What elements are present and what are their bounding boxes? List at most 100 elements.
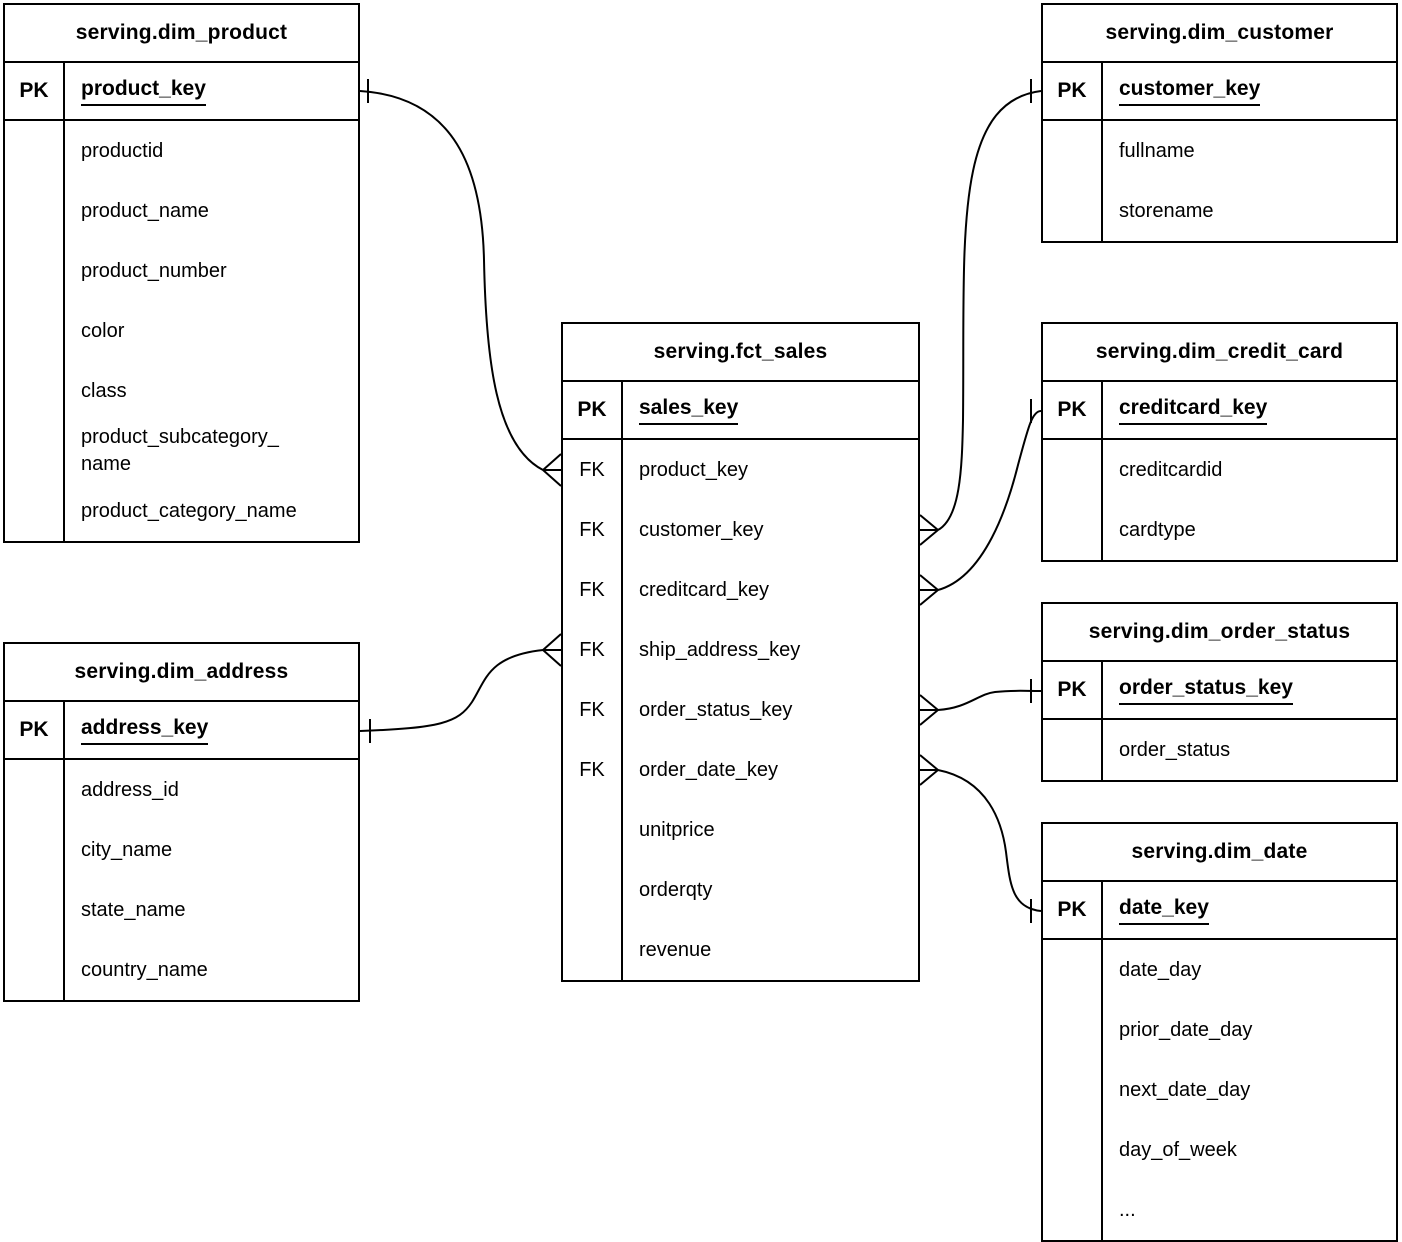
table-title: serving.dim_product — [5, 5, 358, 63]
table-fct-sales: serving.fct_sales PK sales_key FK FK FK … — [561, 322, 920, 982]
relationship-line — [359, 90, 544, 471]
row-field: order_date_key — [639, 758, 778, 781]
pk-row: PK creditcard_key — [1043, 382, 1396, 440]
pk-field-name: customer_key — [1119, 77, 1261, 106]
table-dim-customer: serving.dim_customer PK customer_key ful… — [1041, 3, 1398, 243]
row-key: FK — [579, 578, 605, 601]
row-field: creditcardid — [1119, 458, 1223, 481]
row-key — [1043, 1120, 1101, 1180]
pk-row: PK order_status_key — [1043, 662, 1396, 720]
pk-field-name: order_status_key — [1119, 676, 1293, 705]
relationship-line — [937, 410, 1042, 591]
pk-key-label: PK — [1043, 882, 1103, 938]
pk-field-name: product_key — [81, 77, 206, 106]
row-key — [5, 820, 63, 880]
table-dim-product: serving.dim_product PK product_key produ… — [3, 3, 360, 543]
field-column: address_id city_name state_name country_… — [65, 760, 358, 1000]
pk-key-label: PK — [1043, 63, 1103, 119]
row-field: product_category_name — [81, 499, 297, 522]
relationship-fct-sales-dim-customer — [919, 79, 1042, 546]
row-key: FK — [579, 698, 605, 721]
row-field: class — [81, 379, 127, 402]
row-key — [5, 301, 63, 361]
pk-row: PK address_key — [5, 702, 358, 760]
relationship-line — [937, 689, 1042, 711]
field-column: productid product_name product_number co… — [65, 121, 358, 541]
row-key — [1043, 440, 1101, 500]
table-dim-order-status: serving.dim_order_status PK order_status… — [1041, 602, 1398, 782]
pk-key-label: PK — [1043, 662, 1103, 718]
row-key: FK — [579, 518, 605, 541]
table-title: serving.dim_date — [1043, 824, 1396, 882]
relationship-fct-sales-dim-product — [359, 79, 562, 487]
row-field: country_name — [81, 958, 208, 981]
relationship-fct-sales-dim-credit-card — [919, 399, 1042, 606]
many-marker-crows-foot — [542, 633, 562, 667]
key-column — [1043, 440, 1103, 560]
pk-row: PK customer_key — [1043, 63, 1396, 121]
row-key — [563, 800, 621, 860]
key-column: FK FK FK FK FK FK — [563, 440, 623, 980]
row-field: product_name — [81, 199, 209, 222]
row-key — [1043, 500, 1101, 560]
field-column: order_status — [1103, 720, 1396, 780]
row-field: orderqty — [639, 878, 713, 901]
row-key — [5, 481, 63, 541]
row-key — [563, 860, 621, 920]
many-marker-crows-foot — [919, 694, 939, 726]
table-dim-address: serving.dim_address PK address_key addre… — [3, 642, 360, 1002]
relationship-line — [359, 649, 544, 732]
relationship-fct-sales-dim-order-status — [919, 679, 1042, 726]
row-field: city_name — [81, 838, 173, 861]
pk-field-name: date_key — [1119, 896, 1209, 925]
row-field: creditcard_key — [639, 578, 770, 601]
row-field: ship_address_key — [639, 638, 801, 661]
row-field: customer_key — [639, 518, 764, 541]
table-title: serving.dim_address — [5, 644, 358, 702]
many-marker-crows-foot — [542, 453, 562, 487]
field-column: creditcardid cardtype — [1103, 440, 1396, 560]
row-field: cardtype — [1119, 518, 1196, 541]
table-title: serving.fct_sales — [563, 324, 918, 382]
row-field: order_status — [1119, 738, 1231, 761]
row-field: revenue — [639, 938, 712, 961]
row-key — [1043, 1060, 1101, 1120]
relationship-line — [937, 90, 1042, 531]
row-field: product_key — [639, 458, 748, 481]
field-column: fullname storename — [1103, 121, 1396, 241]
pk-row: PK sales_key — [563, 382, 918, 440]
key-column — [1043, 940, 1103, 1240]
many-marker-crows-foot — [919, 514, 939, 546]
pk-key-label: PK — [5, 63, 65, 119]
row-key: FK — [579, 638, 605, 661]
row-field: color — [81, 319, 125, 342]
row-field: order_status_key — [639, 698, 793, 721]
pk-key-label: PK — [1043, 382, 1103, 438]
row-key — [1043, 720, 1101, 780]
row-key — [1043, 121, 1101, 181]
row-key — [1043, 1000, 1101, 1060]
row-key: FK — [579, 758, 605, 781]
row-key — [5, 241, 63, 301]
table-title: serving.dim_credit_card — [1043, 324, 1396, 382]
row-key — [5, 760, 63, 820]
row-field: product_number — [81, 259, 227, 282]
table-title: serving.dim_customer — [1043, 5, 1396, 63]
relationship-line — [937, 769, 1042, 912]
pk-row: PK date_key — [1043, 882, 1396, 940]
pk-row: PK product_key — [5, 63, 358, 121]
field-column: date_day prior_date_day next_date_day da… — [1103, 940, 1396, 1240]
row-key — [5, 940, 63, 1000]
key-column — [1043, 121, 1103, 241]
relationship-fct-sales-dim-date — [919, 754, 1042, 923]
pk-key-label: PK — [5, 702, 65, 758]
row-key — [5, 121, 63, 181]
row-key — [1043, 181, 1101, 241]
key-column — [1043, 720, 1103, 780]
row-field: prior_date_day — [1119, 1018, 1253, 1041]
row-field: date_day — [1119, 958, 1202, 981]
pk-field-name: sales_key — [639, 396, 739, 425]
row-key: FK — [579, 458, 605, 481]
